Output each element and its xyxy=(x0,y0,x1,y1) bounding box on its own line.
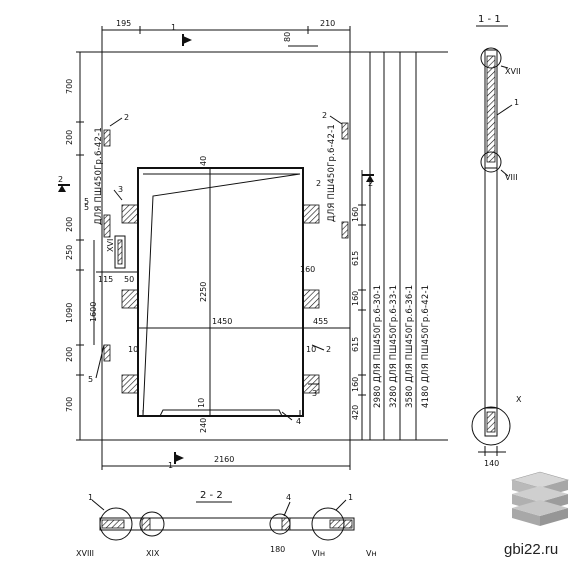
embed-edge-l1 xyxy=(103,129,111,147)
section-mark-2-left: 2 xyxy=(58,175,63,184)
callout-2-right-upper: 2 xyxy=(316,179,321,188)
dim-10-bottom: 10 xyxy=(197,398,206,408)
dim-40: 40 xyxy=(199,156,208,166)
callout-5-top: 5 xyxy=(84,197,89,206)
dim-195: 195 xyxy=(116,19,131,28)
section-mark-1-top: 1 xyxy=(171,23,176,32)
callout-2-right-mid: 2 xyxy=(326,345,331,354)
callout-1-s22-right: 1 xyxy=(348,493,353,502)
callout-2-right-top: 2 xyxy=(322,111,327,120)
section-2-2-body xyxy=(99,517,355,531)
embed-left-3 xyxy=(121,374,139,394)
dim-160-side: 160 xyxy=(300,265,315,274)
dim-160-a: 160 xyxy=(351,207,360,222)
top-dimensions: 195 210 80 1 xyxy=(101,19,351,52)
callout-2-left-top: 2 xyxy=(124,113,129,122)
dim-80: 80 xyxy=(283,32,292,42)
callout-5-bottom: 5 xyxy=(88,375,93,384)
node-xix-label: XIX xyxy=(146,549,160,558)
dim-615-b: 615 xyxy=(351,337,360,352)
opening-outline xyxy=(137,167,304,417)
variant-note-3280: 3280 ДЛЯ ПШ450Гр.6-33-1 xyxy=(389,285,399,408)
embed-edge-l3 xyxy=(103,214,111,238)
dim-160-c: 160 xyxy=(351,377,360,392)
node-xvi-label: XVI xyxy=(106,239,115,252)
node-vh-label: Vн xyxy=(366,549,377,558)
section-1-1: 1 - 1 XVII VIII 1 X 140 xyxy=(471,14,522,468)
section-mark-2-right: 2 xyxy=(368,179,373,188)
section-2-2-title: 2 - 2 xyxy=(200,490,223,501)
dim-1090: 1090 xyxy=(65,303,74,323)
callout-4-section: 4 xyxy=(286,493,291,502)
dim-10-right: 10 xyxy=(306,345,316,354)
dim-420: 420 xyxy=(351,405,360,420)
inner-dimensions: 2250 40 1450 455 10 10 10 160 240 xyxy=(128,156,350,433)
dim-200-b: 200 xyxy=(65,217,74,232)
dim-160-b: 160 xyxy=(351,291,360,306)
variant-note-4180: 4180 ДЛЯ ПШ450Гр.6-42-1 xyxy=(421,285,431,408)
right-dimensions: 160 615 160 615 160 420 2980 ДЛЯ ПШ450Гр… xyxy=(327,51,448,441)
dim-2160: 2160 xyxy=(214,455,234,464)
left-piece-note: ДЛЯ ПШ450Гр.6-42-1 xyxy=(94,127,104,225)
dim-615-a: 615 xyxy=(351,251,360,266)
node-viii-label: VIII xyxy=(505,173,518,182)
callout-4-main: 4 xyxy=(296,417,301,426)
dim-250: 250 xyxy=(65,245,74,260)
dim-1450: 1450 xyxy=(212,317,232,326)
dim-5: 5 xyxy=(84,203,89,212)
callout-1-s22-left: 1 xyxy=(88,493,93,502)
dim-180: 180 xyxy=(270,545,285,554)
opening-sill xyxy=(143,409,300,417)
dim-115: 115 xyxy=(98,275,113,284)
callout-3-right: 3 xyxy=(312,389,317,398)
dim-455: 455 xyxy=(313,317,328,326)
node-xviii-label: XVIII xyxy=(76,549,94,558)
node-xvi-box xyxy=(114,235,126,269)
node-xvii-label: XVII xyxy=(505,67,521,76)
embed-edge-r2 xyxy=(341,221,349,239)
dim-700-bottom: 700 xyxy=(65,397,74,412)
variant-note-2980: 2980 ДЛЯ ПШ450Гр.6-30-1 xyxy=(373,285,383,408)
dim-210: 210 xyxy=(320,19,335,28)
dim-1600: 1600 xyxy=(89,302,98,322)
section-1-1-title: 1 - 1 xyxy=(478,14,501,25)
dim-200-a: 200 xyxy=(65,130,74,145)
section-mark-1-bottom: 1 xyxy=(168,461,173,470)
right-piece-note: ДЛЯ ПШ450Гр.6-42-1 xyxy=(327,124,337,222)
embed-edge-r1 xyxy=(341,122,349,140)
left-dimensions: 700 200 200 250 1090 200 700 1600 115 50… xyxy=(58,51,138,441)
embed-right-2 xyxy=(302,289,320,309)
dim-50: 50 xyxy=(124,275,134,284)
embed-right-1 xyxy=(302,204,320,224)
section-1-1-upper xyxy=(484,49,498,169)
site-logo xyxy=(510,471,570,526)
opening-diagonal xyxy=(142,173,301,417)
panel-outline xyxy=(101,51,351,441)
embed-edge-l2 xyxy=(103,344,111,362)
embed-left-1 xyxy=(121,204,139,224)
bottom-dimensions: 2160 1 xyxy=(101,440,351,470)
dim-200-c: 200 xyxy=(65,347,74,362)
dim-700-top: 700 xyxy=(65,79,74,94)
main-callouts: 2 2 3 3 5 5 4 2 2 XVI xyxy=(84,111,343,426)
dim-240: 240 xyxy=(199,418,208,433)
embed-left-2 xyxy=(121,289,139,309)
dim-140: 140 xyxy=(484,459,499,468)
dim-10-left: 10 xyxy=(128,345,138,354)
variant-note-3580: 3580 ДЛЯ ПШ450Гр.6-36-1 xyxy=(405,285,415,408)
section-2-2: 2 - 2 1 1 4 XVIII XIX 180 VIн Vн xyxy=(76,490,377,558)
watermark-text: gbi22.ru xyxy=(504,541,558,558)
node-vih-label: VIн xyxy=(312,549,325,558)
callout-1-section: 1 xyxy=(514,98,519,107)
dim-2250: 2250 xyxy=(199,282,208,302)
callout-3-left: 3 xyxy=(118,185,123,194)
node-x-label: X xyxy=(516,395,522,404)
